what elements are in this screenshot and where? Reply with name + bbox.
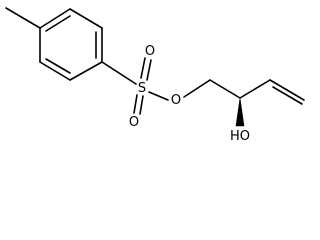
- ring-bond: [39, 8, 71, 29]
- oxygen-ch2-bond: [183, 79, 211, 98]
- sulfonyl-double-bond-bottom: [139, 95, 144, 115]
- benzene-ring: [39, 8, 103, 81]
- methyl-bond: [5, 7, 41, 29]
- ester-oxygen-label: O: [171, 93, 181, 108]
- ring-double-bond: [45, 58, 71, 74]
- stereocenter-vinyl-bond: [239, 79, 271, 99]
- oxygen-top-label: O: [145, 44, 155, 59]
- ch2-stereocenter-bond: [209, 79, 241, 99]
- sulfonyl-double-bond-top: [140, 57, 146, 79]
- vinyl-double-bond: [272, 86, 303, 105]
- ring-bond: [39, 61, 71, 81]
- stereo-wedge-bond: [235, 97, 245, 127]
- tosylate-structure-diagram: S O O O HO: [5, 7, 305, 144]
- ring-sulfur-bond: [101, 61, 137, 85]
- sulfur-label: S: [138, 81, 146, 96]
- oxygen-bottom-label: O: [129, 115, 139, 130]
- ring-bond: [69, 8, 103, 29]
- ring-bond: [69, 61, 103, 81]
- sulfonyl-double-bond-top: [146, 59, 152, 81]
- hydroxyl-label: HO: [230, 129, 250, 144]
- vinyl-double-bond: [269, 79, 305, 101]
- ring-double-bond: [45, 15, 71, 32]
- sulfur-oxygen-bond: [148, 91, 169, 101]
- sulfonyl-double-bond-bottom: [133, 94, 138, 114]
